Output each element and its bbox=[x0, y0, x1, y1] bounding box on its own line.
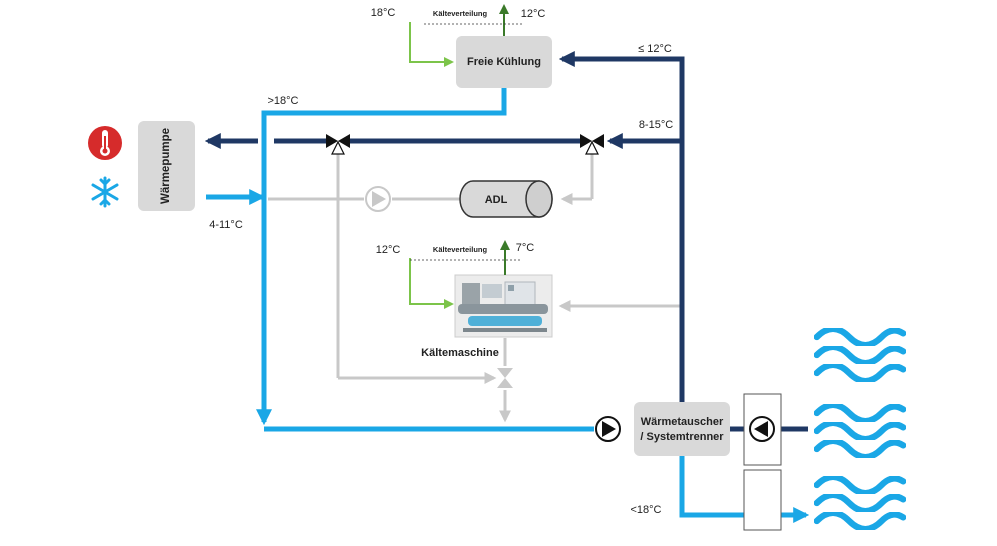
temp-8-15: 8-15°C bbox=[639, 119, 673, 131]
waermetauscher-box: Wärmetauscher / Systemtrenner bbox=[634, 402, 730, 456]
pump-icon-bottom bbox=[595, 416, 621, 442]
temp-gt-18: >18°C bbox=[267, 95, 298, 107]
freie-kuehlung-label: Freie Kühlung bbox=[467, 56, 541, 68]
pump-icon-right bbox=[743, 393, 782, 466]
thermometer-icon bbox=[88, 126, 122, 160]
kaelteverteilung-mid-label: Kälteverteilung bbox=[433, 245, 488, 254]
heat-exchanger-outlet-box bbox=[743, 469, 782, 531]
adl-tank: ADL bbox=[459, 180, 553, 218]
kaeltemaschine-label: Kältemaschine bbox=[421, 347, 499, 359]
temp-km-in: 12°C bbox=[376, 244, 401, 256]
grey-mixing-valve bbox=[497, 368, 513, 388]
temp-fk-out: 12°C bbox=[521, 8, 546, 20]
grey-pump-icon bbox=[365, 186, 391, 212]
freie-kuehlung-box: Freie Kühlung bbox=[456, 36, 552, 88]
grey-pipes bbox=[268, 153, 680, 423]
waermepumpe-label: Wärmepumpe bbox=[160, 128, 172, 204]
waermepumpe-box: Wärmepumpe bbox=[138, 121, 195, 211]
navy-pipes bbox=[204, 50, 808, 432]
navy-pipe-to-freie-kuehlung bbox=[558, 50, 685, 404]
waermetauscher-label-line2: / Systemtrenner bbox=[640, 431, 724, 443]
temp-km-out: 7°C bbox=[516, 242, 535, 254]
three-way-valve-left bbox=[326, 134, 350, 155]
temp-4-11: 4-11°C bbox=[209, 219, 243, 231]
adl-label: ADL bbox=[485, 194, 508, 206]
waermetauscher-label-line1: Wärmetauscher bbox=[641, 416, 724, 428]
water-waves-icon bbox=[817, 329, 903, 529]
kaelteverteilung-top-label: Kälteverteilung bbox=[433, 9, 488, 18]
temp-lt-18: <18°C bbox=[630, 504, 661, 516]
kaelteverteilung-top: Kälteverteilung bbox=[409, 4, 524, 67]
temp-le-12: ≤ 12°C bbox=[638, 43, 672, 55]
chiller-machine-icon bbox=[454, 274, 553, 338]
snowflake-icon bbox=[91, 176, 119, 208]
temp-fk-in: 18°C bbox=[371, 7, 396, 19]
kaelteverteilung-mid: Kälteverteilung bbox=[409, 240, 520, 309]
three-way-valve-right bbox=[580, 134, 604, 155]
blue-pipe-from-freie-kuehlung bbox=[255, 88, 507, 426]
blue-pipe-out-right bbox=[679, 455, 761, 524]
